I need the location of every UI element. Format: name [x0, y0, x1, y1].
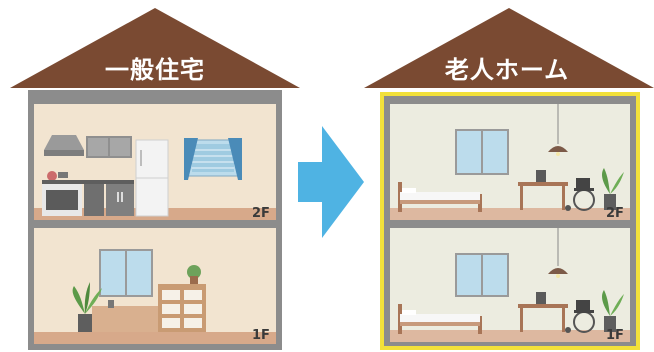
left-roof: [10, 8, 300, 88]
arrow-right-icon: [298, 126, 364, 238]
counter: [42, 180, 134, 184]
right-roof: [364, 8, 654, 88]
left-2f-window: [184, 138, 242, 180]
right-1f-plant: [602, 290, 624, 332]
right-2f-floor: [390, 208, 630, 220]
right-house-title: 老人ホーム: [444, 56, 570, 84]
right-house: [364, 8, 654, 350]
left-2f-label: 2F: [252, 206, 270, 221]
pendant-lamp: [548, 146, 568, 152]
range-hood: [44, 135, 84, 150]
care-bed-1f: [398, 304, 482, 334]
wheelchair-icon-1f: [565, 300, 595, 333]
left-house-title: 一般住宅: [105, 56, 205, 84]
wheelchair-icon: [565, 178, 595, 211]
left-1f-label: 1F: [252, 328, 270, 343]
living-room-set: [72, 249, 206, 332]
right-2f-plant: [602, 168, 624, 210]
left-1f-floor: [34, 332, 276, 344]
right-2f-label: 2F: [606, 206, 624, 221]
left-house: [10, 8, 300, 350]
kitchen-set: [42, 135, 169, 217]
right-1f-floor: [390, 330, 630, 342]
right-1f-label: 1F: [606, 328, 624, 343]
right-2f-furniture: [398, 104, 624, 212]
left-plant: [72, 282, 102, 332]
tv-cabinet: [92, 306, 162, 332]
right-1f-furniture: [398, 228, 624, 334]
desk-1f: [518, 292, 568, 332]
desk: [518, 170, 568, 210]
care-bed: [398, 182, 482, 212]
